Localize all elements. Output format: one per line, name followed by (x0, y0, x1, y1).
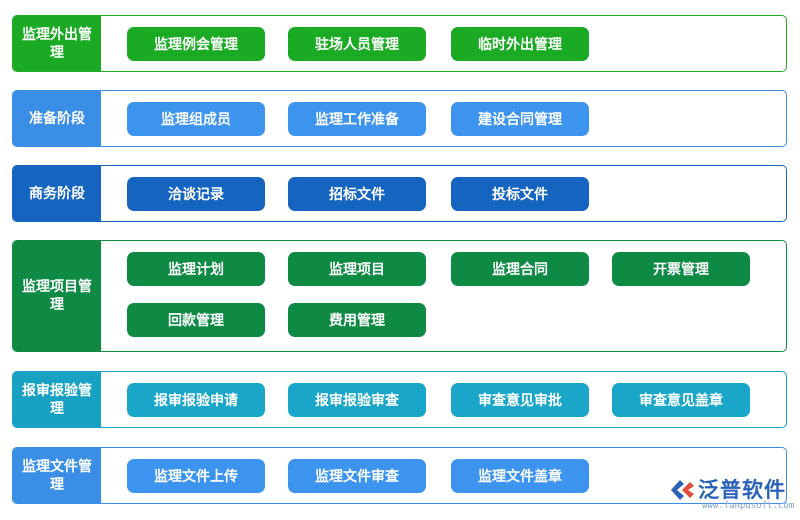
module-button[interactable]: 报审报验申请 (127, 383, 265, 417)
module-button[interactable]: 监理计划 (127, 252, 265, 286)
module-button[interactable]: 回款管理 (127, 303, 265, 337)
module-button[interactable]: 监理例会管理 (127, 27, 265, 61)
module-button[interactable]: 驻场人员管理 (288, 27, 426, 61)
module-button[interactable]: 洽谈记录 (127, 177, 265, 211)
row-inspection-management: 报审报验管理 报审报验申请 报审报验审查 审查意见审批 审查意见盖章 (12, 371, 787, 428)
row-field-management: 监理外出管理 监理例会管理 驻场人员管理 临时外出管理 (12, 15, 787, 72)
module-button[interactable]: 监理文件上传 (127, 459, 265, 493)
module-button[interactable]: 费用管理 (288, 303, 426, 337)
module-button[interactable]: 投标文件 (451, 177, 589, 211)
module-button[interactable]: 审查意见盖章 (612, 383, 750, 417)
row-label: 监理项目管理 (13, 241, 101, 351)
row-business-stage: 商务阶段 洽谈记录 招标文件 投标文件 (12, 165, 787, 222)
row-label: 准备阶段 (13, 91, 101, 146)
module-button[interactable]: 审查意见审批 (451, 383, 589, 417)
fanpu-logo-icon (671, 480, 694, 500)
row-label: 商务阶段 (13, 166, 101, 221)
brand-logo: 泛普软件 www.fanpusoft.com (668, 474, 795, 514)
logo-url: www.fanpusoft.com (702, 501, 795, 511)
module-button[interactable]: 监理工作准备 (288, 102, 426, 136)
row-label: 报审报验管理 (13, 372, 101, 427)
row-label: 监理文件管理 (13, 448, 101, 503)
module-button[interactable]: 监理组成员 (127, 102, 265, 136)
row-label: 监理外出管理 (13, 16, 101, 71)
logo-text: 泛普软件 (698, 478, 786, 502)
row-project-management: 监理项目管理 监理计划 监理项目 监理合同 开票管理 回款管理 费用管理 (12, 240, 787, 352)
module-button[interactable]: 招标文件 (288, 177, 426, 211)
row-document-management: 监理文件管理 监理文件上传 监理文件审查 监理文件盖章 (12, 447, 787, 504)
module-button[interactable]: 监理项目 (288, 252, 426, 286)
module-button[interactable]: 建设合同管理 (451, 102, 589, 136)
module-button[interactable]: 监理合同 (451, 252, 589, 286)
module-button[interactable]: 开票管理 (612, 252, 750, 286)
row-preparation-stage: 准备阶段 监理组成员 监理工作准备 建设合同管理 (12, 90, 787, 147)
module-button[interactable]: 监理文件审查 (288, 459, 426, 493)
module-button[interactable]: 监理文件盖章 (451, 459, 589, 493)
module-button[interactable]: 临时外出管理 (451, 27, 589, 61)
module-button[interactable]: 报审报验审查 (288, 383, 426, 417)
